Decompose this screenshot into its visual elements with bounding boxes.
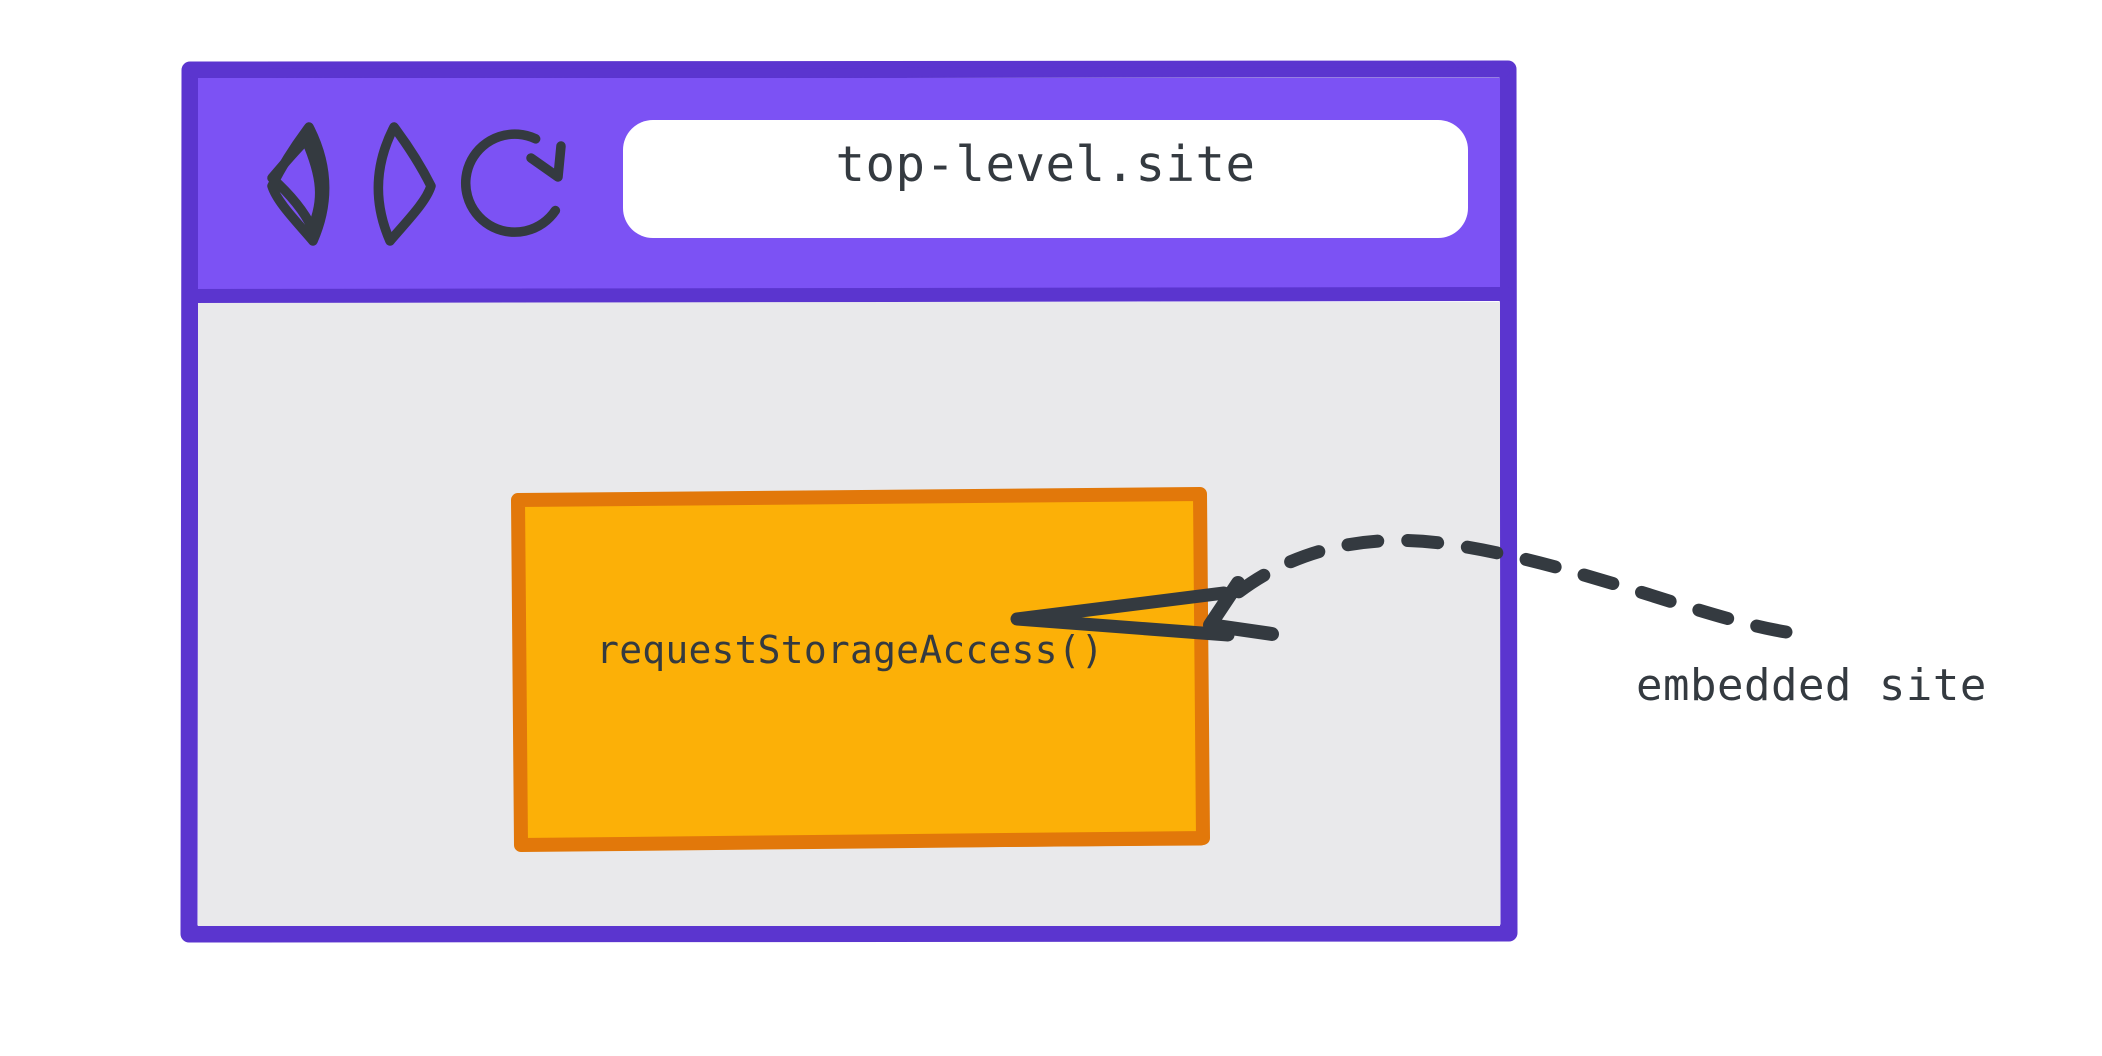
embedded-frame[interactable] — [511, 487, 1210, 852]
annotation-arrowhead-stroke-2 — [1203, 576, 1279, 641]
annotation-label: embedded site — [1636, 660, 1987, 711]
annotation-arrow-dashed-curve — [1229, 533, 1793, 639]
reload-arrow-icon — [460, 129, 561, 237]
url-bar-value[interactable]: top-level.site — [835, 135, 1256, 193]
url-bar[interactable] — [623, 120, 1468, 238]
embedded-frame-border-overstroke — [515, 834, 1207, 851]
forward-button[interactable] — [373, 122, 436, 246]
back-button[interactable] — [267, 122, 330, 246]
forward-arrow-icon — [373, 122, 436, 246]
toolbar-separator — [185, 287, 1514, 303]
back-arrow-icon-outline — [267, 122, 330, 246]
browser-frame-border-overstroke — [188, 67, 1510, 78]
reload-button[interactable] — [458, 129, 566, 240]
annotation-arrow — [1010, 533, 1793, 642]
embedded-frame-fill — [520, 497, 1200, 840]
annotation-arrowhead-icon — [1010, 586, 1235, 642]
embedded-frame-label: requestStorageAccess() — [596, 628, 1104, 672]
reload-arrowhead-icon — [526, 141, 566, 182]
